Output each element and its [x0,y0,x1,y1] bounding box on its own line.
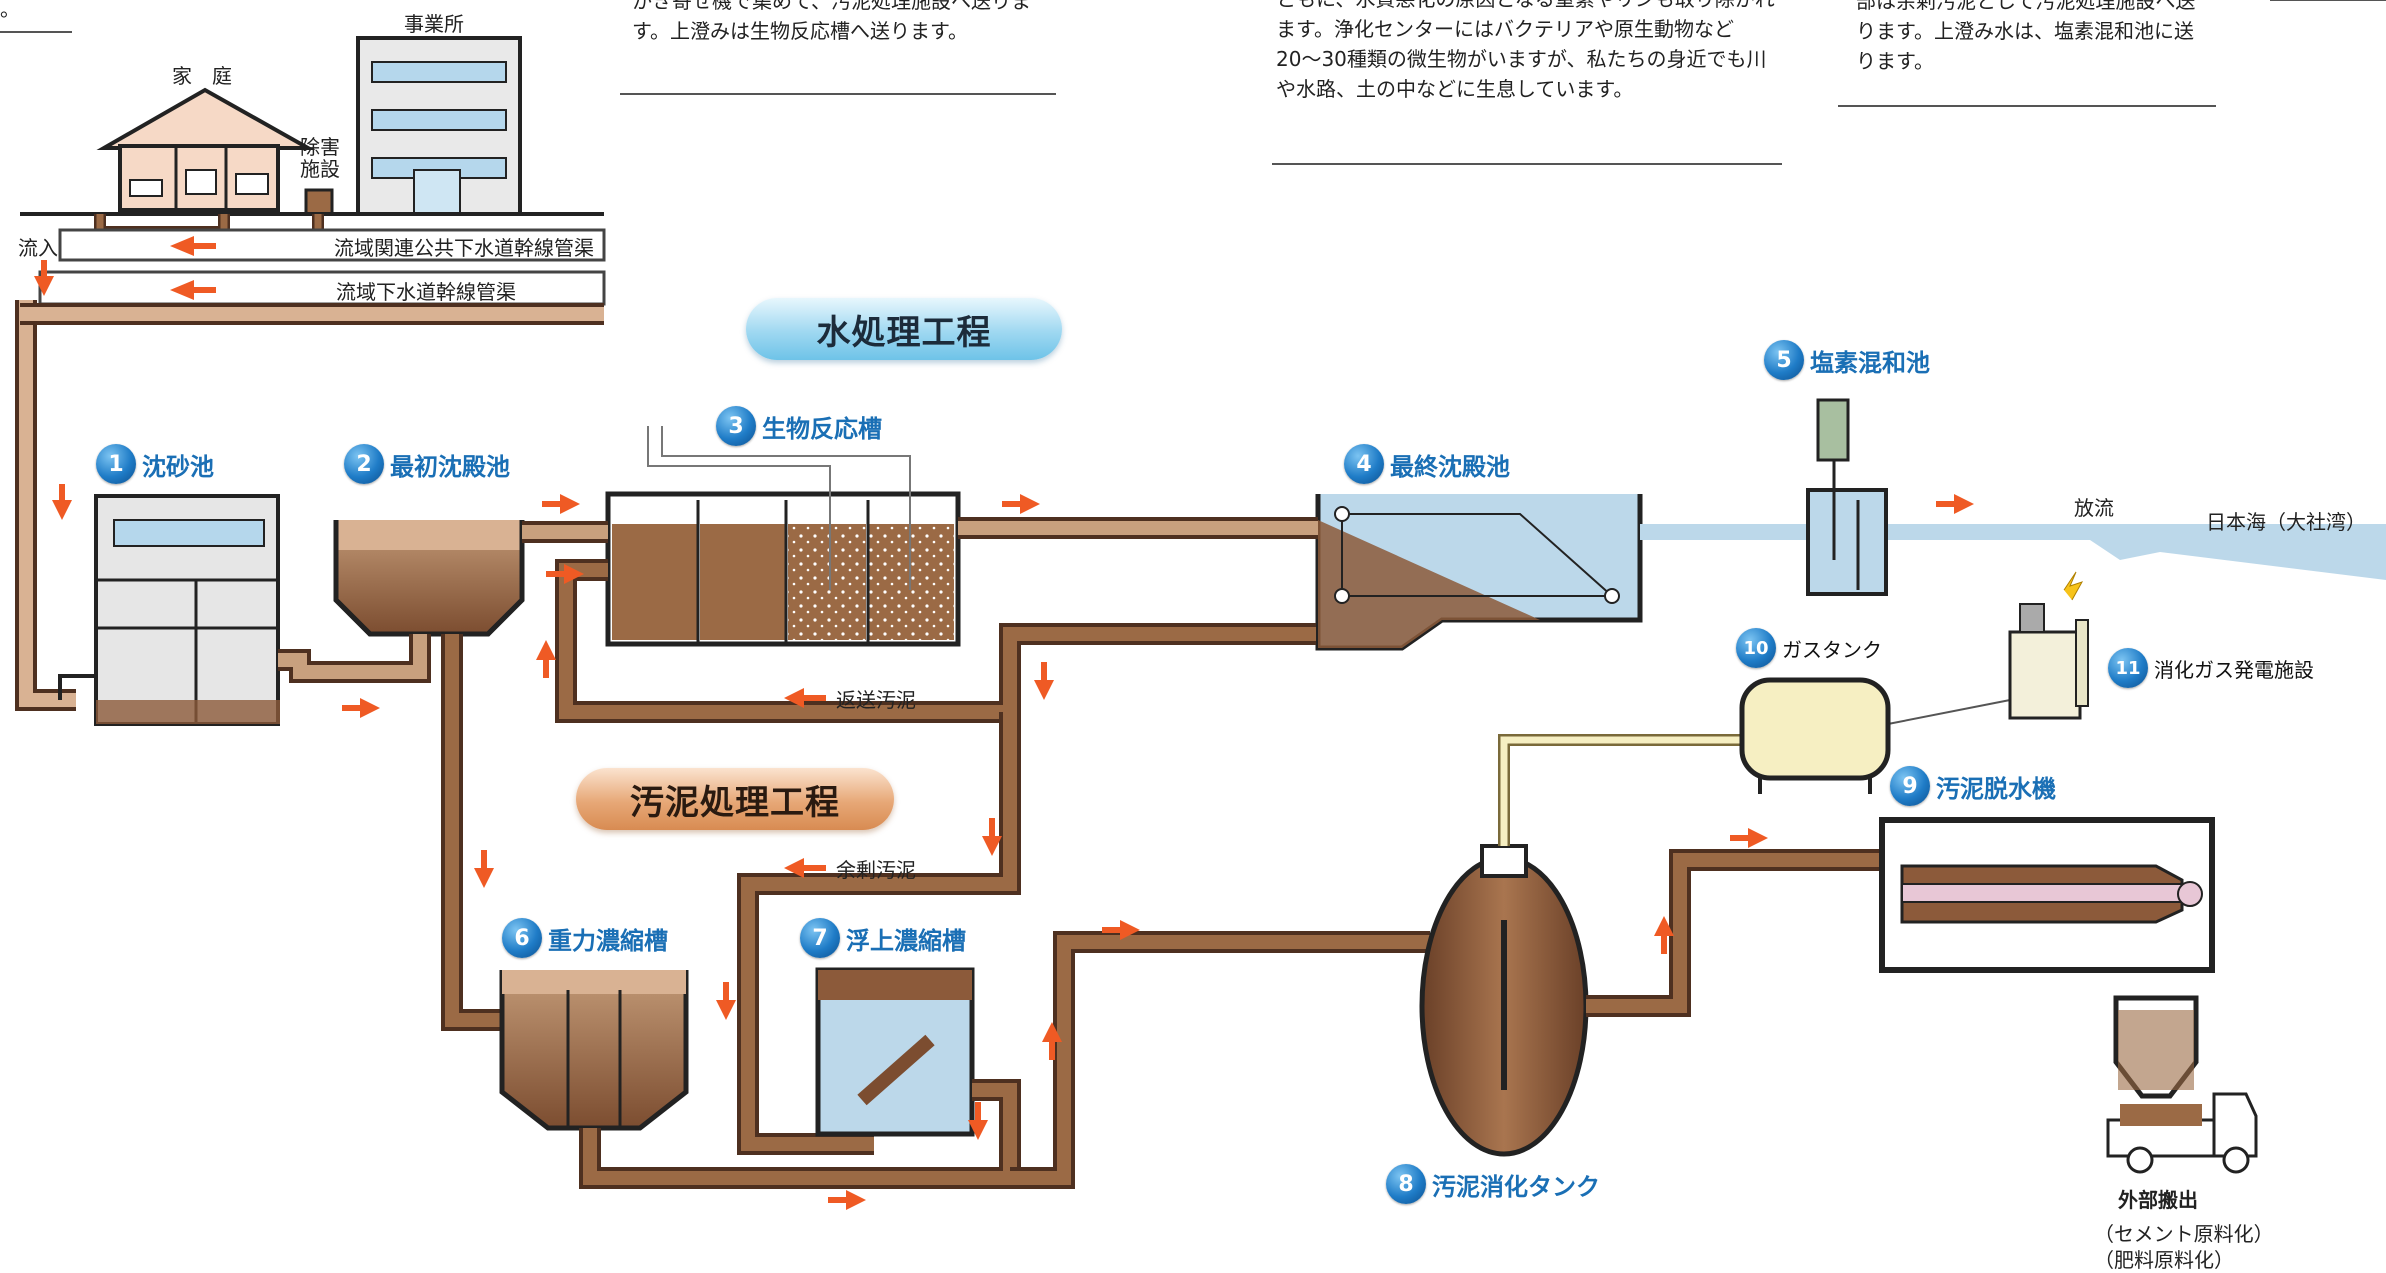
step-label: 消化ガス発電施設 [2154,657,2314,682]
description-rules [620,0,2386,165]
label-home: 家 庭 [172,64,232,88]
step-label: 最終沈殿池 [1390,452,1510,481]
step-number-badge: 6 [502,918,542,958]
grit-chamber [58,494,280,726]
label-export: 外部搬出 [2118,1188,2198,1212]
step-label: 生物反応槽 [762,414,882,443]
gravity-thickener [499,970,689,1131]
label-discharge: 放流 [2074,496,2114,520]
chlorine-mixing-basin [1640,398,2386,596]
digestion-tank [1419,844,1589,1157]
description-stage-3: ともに、水質悪化の原因となる窒素やリンも取り除かれます。浄化センターにはバクテリ… [1276,0,1775,101]
step-number-badge: 11 [2108,648,2148,688]
step-number-badge: 9 [1890,766,1930,806]
description-far-left: 。 [0,0,20,21]
step-10-gas-tank: 10 ガスタンク [1736,628,1882,668]
label-fertilizer: （肥料原料化） [2094,1248,2234,1272]
step-label: 塩素混和池 [1810,348,1930,377]
label-pretreatment: 除害施設 [300,135,340,181]
dewatering-machine [1879,817,2215,973]
step-number-badge: 5 [1764,340,1804,380]
flow-arrows [34,236,1974,1210]
step-2-primary-sedimentation: 2 最初沈殿池 [344,444,510,484]
final-sedimentation-tank [1315,494,1643,651]
step-1-grit-chamber: 1 沈砂池 [96,444,214,484]
gas-power-generator [2008,571,2089,720]
label-excess-sludge: 余剰汚泥 [836,858,916,882]
label-pipe-upper: 流域関連公共下水道幹線管渠 [334,236,594,260]
description-stage-4: 部は余剰汚泥として汚泥処理施設へ送ります。上澄み水は、塩素混和池に送ります。 [1856,0,2196,73]
thickeners-to-digester-pipe [579,931,1430,1189]
label-return-sludge: 返送汚泥 [836,688,916,712]
step-label: 重力濃縮槽 [548,926,668,955]
step-8-digestion-tank: 8 汚泥消化タンク [1386,1164,1600,1204]
flotation-thickener [815,967,975,1137]
office-building [356,36,522,216]
gas-line [1498,699,2011,846]
sludge-process-badge: 汚泥処理工程 [576,768,894,830]
step-number-badge: 1 [96,444,136,484]
label-pipe-lower: 流域下水道幹線管渠 [336,280,516,304]
step-11-gas-power: 11 消化ガス発電施設 [2108,648,2314,688]
pretreatment-unit [304,188,334,216]
pipe-grit-to-primary [278,634,431,683]
digester-to-dewatering-pipe [1586,849,1880,1017]
description-stage-2: かき寄せ機で集めて、汚泥処理施設へ送ります。上澄みは生物反応槽へ送ります。 [632,0,1031,43]
primary-sedimentation-tank [333,520,525,637]
water-process-badge: 水処理工程 [746,298,1062,360]
biological-reactor [605,426,961,647]
step-4-final-sedimentation: 4 最終沈殿池 [1344,444,1510,484]
step-7-flotation-thickener: 7 浮上濃縮槽 [800,918,966,958]
step-number-badge: 4 [1344,444,1384,484]
label-sea: 日本海（大社湾） [2206,510,2366,534]
step-label: 汚泥消化タンク [1432,1172,1600,1201]
cake-hopper-and-truck [2106,995,2258,1174]
step-label: 最初沈殿池 [390,452,510,481]
step-number-badge: 10 [1736,628,1776,668]
excess-sludge-pipe [737,712,1021,1155]
label-office: 事業所 [404,12,464,36]
step-5-chlorine-mixing: 5 塩素混和池 [1764,340,1930,380]
step-label: ガスタンク [1782,637,1882,662]
house-illustration [96,87,316,212]
step-label: 沈砂池 [142,452,214,481]
label-inflow: 流入 [18,236,58,260]
step-number-badge: 8 [1386,1164,1426,1204]
step-3-biological-reactor: 3 生物反応槽 [716,406,882,446]
primary-to-thickener-pipe [441,634,500,1031]
step-9-dewatering-machine: 9 汚泥脱水機 [1890,766,2056,806]
label-cement: （セメント原料化） [2094,1222,2274,1246]
step-label: 汚泥脱水機 [1936,774,2056,803]
step-number-badge: 7 [800,918,840,958]
gas-tank [1739,677,1891,794]
step-6-gravity-thickener: 6 重力濃縮槽 [502,918,668,958]
step-label: 浮上濃縮槽 [846,926,966,955]
step-number-badge: 3 [716,406,756,446]
step-number-badge: 2 [344,444,384,484]
